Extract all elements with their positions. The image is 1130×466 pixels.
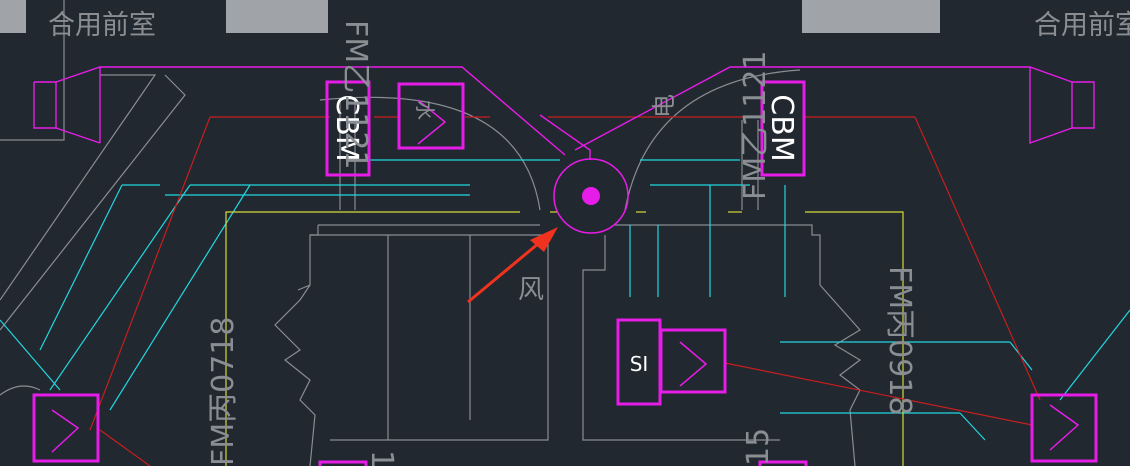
wall-lines — [0, 0, 862, 466]
valve-box-bottom-right — [1030, 393, 1098, 463]
valve-box-bottom-left — [32, 393, 100, 463]
top-tab-right — [802, 0, 940, 33]
valve-box-si — [659, 328, 727, 394]
yellow-lines — [225, 211, 904, 466]
water-char: 水 — [413, 100, 437, 120]
wind-char: 风 — [518, 275, 544, 305]
si-label: SI — [630, 352, 649, 376]
magenta-ducts — [33, 66, 1095, 160]
cbm-label-left: CBM — [329, 94, 364, 161]
elec-char: 电 — [650, 94, 678, 118]
zigzag-icon — [1049, 404, 1080, 451]
door-label-left-top: FM乙1121 — [338, 20, 373, 170]
door-label-right-bottom: FM丙0918 — [882, 266, 917, 416]
dim-label-left: 15 — [364, 450, 399, 466]
cyan-pipes — [0, 159, 1130, 441]
cbm-box-left — [325, 80, 371, 177]
water-valve-box — [397, 82, 465, 150]
zigzag-icon — [51, 409, 80, 453]
top-tab-left — [226, 0, 328, 33]
room-label-right: 合用前室 — [1034, 10, 1130, 41]
door-label-left-bottom: FM丙0718 — [206, 317, 241, 466]
partial-box-bottom-center-left — [318, 460, 368, 466]
riser-dot — [582, 187, 600, 205]
red-pipes — [89, 116, 1041, 466]
cbm-box-right — [760, 80, 806, 177]
riser-circle — [553, 158, 629, 234]
dim-label-right: 15 — [741, 428, 776, 466]
room-label-left: 合用前室 — [48, 10, 156, 41]
annotation-arrow — [467, 227, 558, 304]
door-label-right-top: FM乙1121 — [738, 51, 773, 201]
zigzag-icon — [417, 99, 447, 145]
top-tab-left-edge — [0, 0, 26, 33]
partial-box-bottom-center-right — [758, 460, 808, 466]
zigzag-icon — [679, 341, 708, 387]
cbm-label-right: CBM — [764, 94, 799, 161]
